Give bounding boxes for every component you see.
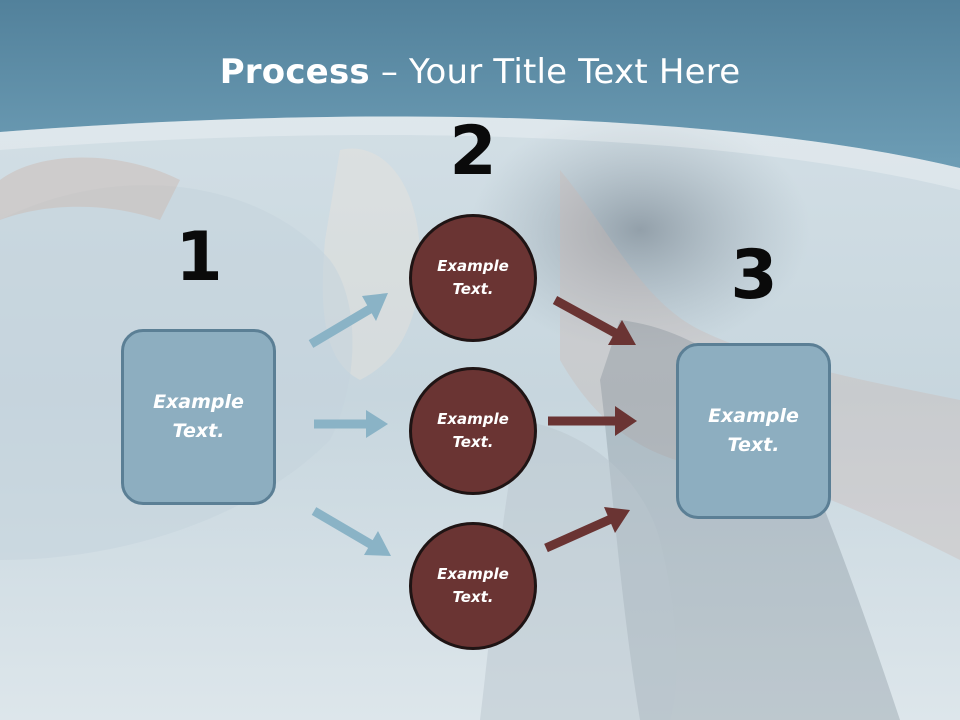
title-rest-part: – Your Title Text Here	[369, 52, 741, 92]
step-number-1: 1	[175, 218, 223, 297]
process-circle-top: Example Text.	[409, 214, 537, 342]
step-number-3: 3	[730, 236, 778, 315]
arrow-top-to-right	[552, 296, 636, 345]
process-circle-bottom-text: Example Text.	[437, 565, 509, 606]
arrow-left-to-mid	[314, 410, 388, 438]
process-circle-middle: Example Text.	[409, 367, 537, 495]
slide-title: Process – Your Title Text Here	[0, 52, 960, 92]
arrow-bottom-to-right	[544, 507, 630, 553]
arrow-left-to-bottom	[311, 507, 391, 556]
process-box-right-text: Example Text.	[708, 405, 799, 456]
arrow-left-to-top	[308, 293, 388, 348]
arrow-mid-to-right	[548, 406, 637, 436]
process-circle-middle-text: Example Text.	[437, 410, 509, 451]
process-circle-bottom: Example Text.	[409, 522, 537, 650]
process-circle-top-text: Example Text.	[437, 257, 509, 298]
process-box-left: Example Text.	[121, 329, 276, 505]
process-box-left-text: Example Text.	[153, 391, 244, 442]
process-box-right: Example Text.	[676, 343, 831, 519]
step-number-2: 2	[449, 112, 497, 191]
title-bold-part: Process	[219, 52, 370, 92]
